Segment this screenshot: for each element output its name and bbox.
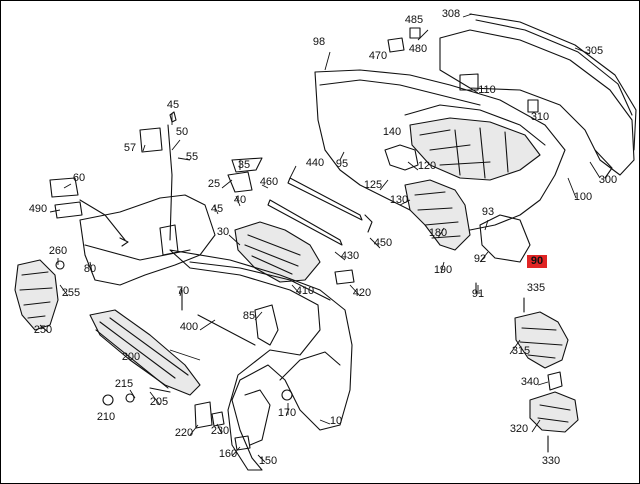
callout-57[interactable]: 57 <box>124 142 136 154</box>
callout-330[interactable]: 330 <box>542 455 560 467</box>
callout-92[interactable]: 92 <box>474 253 486 265</box>
callout-255[interactable]: 255 <box>62 287 80 299</box>
callout-420[interactable]: 420 <box>353 287 371 299</box>
callout-91[interactable]: 91 <box>472 288 484 300</box>
callout-125[interactable]: 125 <box>364 179 382 191</box>
callout-308[interactable]: 308 <box>442 8 460 20</box>
rear-bumper-cover-right-part <box>314 69 566 263</box>
callout-470[interactable]: 470 <box>369 50 387 62</box>
callout-340[interactable]: 340 <box>521 376 539 388</box>
callout-labels: 485 308 480 470 98 305 110 45 310 50 140 57 55 95 440 1… <box>29 8 617 467</box>
callout-335[interactable]: 335 <box>527 282 545 294</box>
impact-absorber-part <box>89 221 321 396</box>
small-fasteners-part <box>55 27 539 451</box>
callout-190[interactable]: 190 <box>434 264 452 276</box>
callout-410[interactable]: 410 <box>296 285 314 297</box>
callout-315[interactable]: 315 <box>512 345 530 357</box>
callout-200[interactable]: 200 <box>122 351 140 363</box>
callout-highlight-90 <box>527 255 547 268</box>
callout-70[interactable]: 70 <box>177 285 189 297</box>
callout-140[interactable]: 140 <box>383 126 401 138</box>
callout-210[interactable]: 210 <box>97 411 115 423</box>
callout-45[interactable]: 45 <box>167 99 179 111</box>
callout-98[interactable]: 98 <box>313 36 325 48</box>
callout-160[interactable]: 160 <box>219 448 237 460</box>
bracket-part <box>384 144 471 251</box>
callout-205[interactable]: 205 <box>150 396 168 408</box>
callout-110[interactable]: 110 <box>478 84 496 96</box>
callout-260[interactable]: 260 <box>49 245 67 257</box>
callout-90[interactable]: 90 <box>531 255 543 267</box>
callout-85[interactable]: 85 <box>243 310 255 322</box>
callout-320[interactable]: 320 <box>510 423 528 435</box>
callout-430[interactable]: 430 <box>341 250 359 262</box>
rear-bumper-cover-main-part <box>169 249 353 471</box>
callout-150[interactable]: 150 <box>259 455 277 467</box>
callout-45[interactable]: 45 <box>211 203 223 215</box>
callout-440[interactable]: 440 <box>306 157 324 169</box>
callout-480[interactable]: 480 <box>409 43 427 55</box>
callout-55[interactable]: 55 <box>186 151 198 163</box>
callout-490[interactable]: 490 <box>29 203 47 215</box>
callout-10[interactable]: 10 <box>330 415 342 427</box>
callout-310[interactable]: 310 <box>531 111 549 123</box>
callout-25[interactable]: 25 <box>208 178 220 190</box>
callout-93[interactable]: 93 <box>482 206 494 218</box>
mounting-strips-part <box>267 177 373 246</box>
callout-50[interactable]: 50 <box>176 126 188 138</box>
callout-250[interactable]: 250 <box>34 324 52 336</box>
bumper-side-section-part <box>49 177 216 286</box>
callout-120[interactable]: 120 <box>418 160 436 172</box>
tow-hook-bracket-part <box>475 282 579 453</box>
callout-485[interactable]: 485 <box>405 14 423 26</box>
callout-35[interactable]: 35 <box>238 159 250 171</box>
side-bracket-part <box>14 259 59 331</box>
callout-30[interactable]: 30 <box>217 226 229 238</box>
callout-80[interactable]: 80 <box>84 263 96 275</box>
leader-lines <box>39 13 601 463</box>
callout-305[interactable]: 305 <box>585 45 603 57</box>
callout-100[interactable]: 100 <box>574 191 592 203</box>
callout-450[interactable]: 450 <box>374 237 392 249</box>
callout-300[interactable]: 300 <box>599 174 617 186</box>
callout-460[interactable]: 460 <box>260 176 278 188</box>
callout-215[interactable]: 215 <box>115 378 133 390</box>
rear-lower-trim-part <box>439 13 637 179</box>
callout-130[interactable]: 130 <box>390 194 408 206</box>
callout-170[interactable]: 170 <box>278 407 296 419</box>
callout-230[interactable]: 230 <box>211 425 229 437</box>
callout-60[interactable]: 60 <box>73 172 85 184</box>
callout-220[interactable]: 220 <box>175 427 193 439</box>
callout-95[interactable]: 95 <box>336 158 348 170</box>
callout-180[interactable]: 180 <box>429 227 447 239</box>
callout-400[interactable]: 400 <box>180 321 198 333</box>
callout-40[interactable]: 40 <box>234 194 246 206</box>
